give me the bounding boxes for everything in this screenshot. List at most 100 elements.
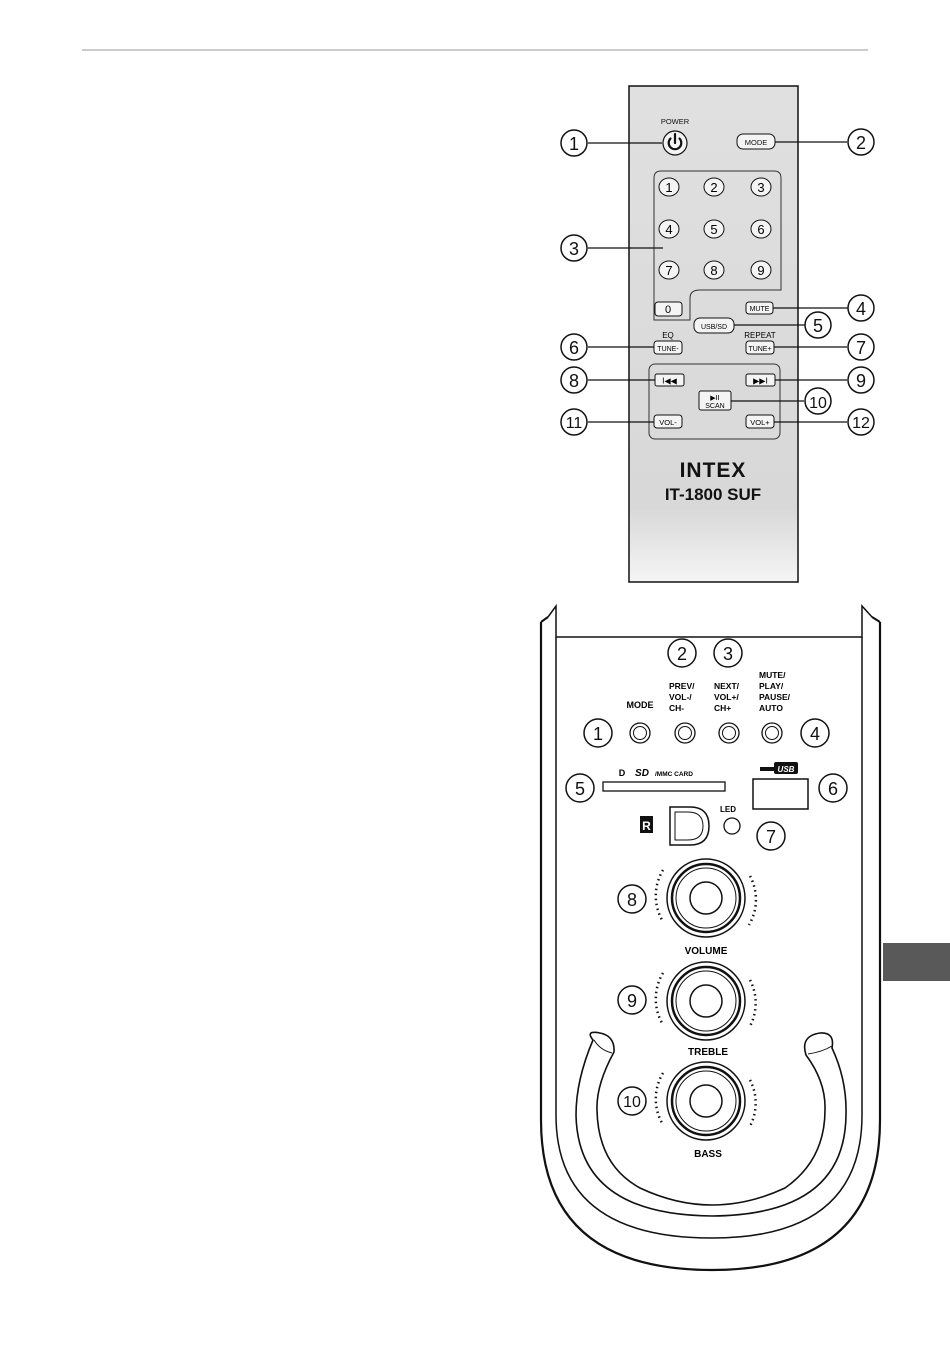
usb-port[interactable] [753, 779, 808, 809]
remote-callout-5: 5 [805, 312, 831, 338]
vol-plus-label: VOL+ [750, 418, 770, 427]
svg-text:3: 3 [723, 644, 733, 664]
svg-text:0: 0 [665, 304, 671, 316]
key-3[interactable]: 3 [751, 178, 771, 196]
svg-text:NEXT/: NEXT/ [714, 681, 740, 691]
remote-mode-label: MODE [745, 138, 768, 147]
remote-callout-4: 4 [848, 295, 874, 321]
remote-callout-8: 8 [561, 367, 587, 393]
remote-callout-10: 10 [805, 388, 831, 414]
remote-callout-7: 7 [848, 334, 874, 360]
panel-mode-label: MODE [627, 700, 654, 710]
remote-callout-9: 9 [848, 367, 874, 393]
svg-text:9: 9 [856, 371, 866, 391]
remote-callout-6: 6 [561, 334, 587, 360]
svg-text:5: 5 [710, 222, 717, 237]
tune-plus-label: TUNE+ [748, 346, 771, 353]
remote-callout-11: 11 [561, 409, 587, 435]
key-1[interactable]: 1 [659, 178, 679, 196]
usb-logo-icon: USB [760, 762, 798, 774]
next-icon: ▶▶I [753, 377, 768, 386]
panel-callout-5: 5 [566, 774, 594, 802]
treble-label: TREBLE [688, 1047, 728, 1058]
remote-control: POWER MODE 1 2 3 4 5 6 7 8 9 0 MUTE USB/… [629, 86, 798, 582]
svg-text:8: 8 [569, 371, 579, 391]
mute-play-label: MUTE/ PLAY/ PAUSE/ AUTO [759, 670, 791, 713]
remote-mute-label: MUTE [750, 306, 770, 313]
brand-logo: INTEX [680, 459, 747, 482]
svg-text:6: 6 [828, 779, 838, 799]
panel-callout-8: 8 [618, 885, 646, 913]
svg-text:7: 7 [766, 827, 776, 847]
remote-callout-1: 1 [561, 130, 587, 156]
svg-text:6: 6 [757, 222, 764, 237]
panel-next-button[interactable] [719, 723, 739, 743]
svg-text:VOL+/: VOL+/ [714, 692, 739, 702]
svg-text:5: 5 [813, 316, 823, 336]
svg-text:PAUSE/: PAUSE/ [759, 692, 791, 702]
bass-label: BASS [694, 1149, 722, 1160]
svg-text:PREV/: PREV/ [669, 681, 695, 691]
svg-text:4: 4 [665, 222, 672, 237]
key-5[interactable]: 5 [704, 220, 724, 238]
key-8[interactable]: 8 [704, 261, 724, 279]
key-2[interactable]: 2 [704, 178, 724, 196]
eq-label: EQ [662, 331, 674, 340]
vol-minus-label: VOL- [659, 418, 677, 427]
panel-callout-6: 6 [819, 774, 847, 802]
sd-prefix-label: D [619, 768, 626, 778]
sd-logo-icon: SD [635, 768, 649, 779]
svg-text:3: 3 [569, 239, 579, 259]
key-9[interactable]: 9 [751, 261, 771, 279]
svg-text:8: 8 [710, 263, 717, 278]
repeat-label: REPEAT [744, 331, 776, 340]
key-6[interactable]: 6 [751, 220, 771, 238]
remote-callout-12: 12 [848, 409, 874, 435]
panel-prev-button[interactable] [675, 723, 695, 743]
bass-knob[interactable] [656, 1062, 756, 1140]
next-label: NEXT/ VOL+/ CH+ [714, 681, 740, 713]
page-side-tab [883, 943, 950, 981]
panel-mode-button[interactable] [630, 723, 650, 743]
panel-callout-4: 4 [801, 719, 829, 747]
sd-card-slot[interactable] [603, 782, 725, 791]
svg-text:4: 4 [810, 724, 820, 744]
led-indicator [724, 818, 740, 834]
svg-text:7: 7 [856, 338, 866, 358]
panel-callout-7: 7 [757, 822, 785, 850]
key-4[interactable]: 4 [659, 220, 679, 238]
led-label: LED [720, 805, 736, 814]
svg-text:4: 4 [856, 299, 866, 319]
svg-text:CH-: CH- [669, 703, 684, 713]
key-7[interactable]: 7 [659, 261, 679, 279]
treble-knob[interactable] [656, 962, 756, 1040]
svg-text:1: 1 [665, 180, 672, 195]
svg-text:3: 3 [757, 180, 764, 195]
svg-text:9: 9 [627, 991, 637, 1011]
svg-text:USB: USB [778, 765, 795, 774]
key-0[interactable]: 0 [655, 302, 682, 316]
svg-text:12: 12 [852, 415, 870, 432]
prev-label: PREV/ VOL-/ CH- [669, 681, 695, 713]
svg-text:5: 5 [575, 779, 585, 799]
svg-text:6: 6 [569, 338, 579, 358]
svg-text:2: 2 [856, 133, 866, 153]
svg-text:10: 10 [809, 395, 827, 412]
volume-knob[interactable] [656, 859, 756, 937]
prev-icon: I◀◀ [662, 377, 678, 386]
panel-callout-10: 10 [618, 1087, 646, 1115]
sd-card-label: /MMC CARD [655, 771, 693, 778]
svg-text:2: 2 [710, 180, 717, 195]
panel-mute-button[interactable] [762, 723, 782, 743]
volume-label: VOLUME [685, 946, 728, 957]
svg-text:VOL-/: VOL-/ [669, 692, 692, 702]
model-name: IT-1800 SUF [665, 485, 761, 504]
ir-label: R [642, 819, 651, 833]
svg-text:10: 10 [623, 1094, 641, 1111]
tune-minus-label: TUNE- [657, 346, 679, 353]
svg-text:2: 2 [677, 644, 687, 664]
remote-callout-3: 3 [561, 235, 587, 261]
panel-callout-2: 2 [668, 639, 696, 667]
panel-top-edge [548, 606, 872, 637]
